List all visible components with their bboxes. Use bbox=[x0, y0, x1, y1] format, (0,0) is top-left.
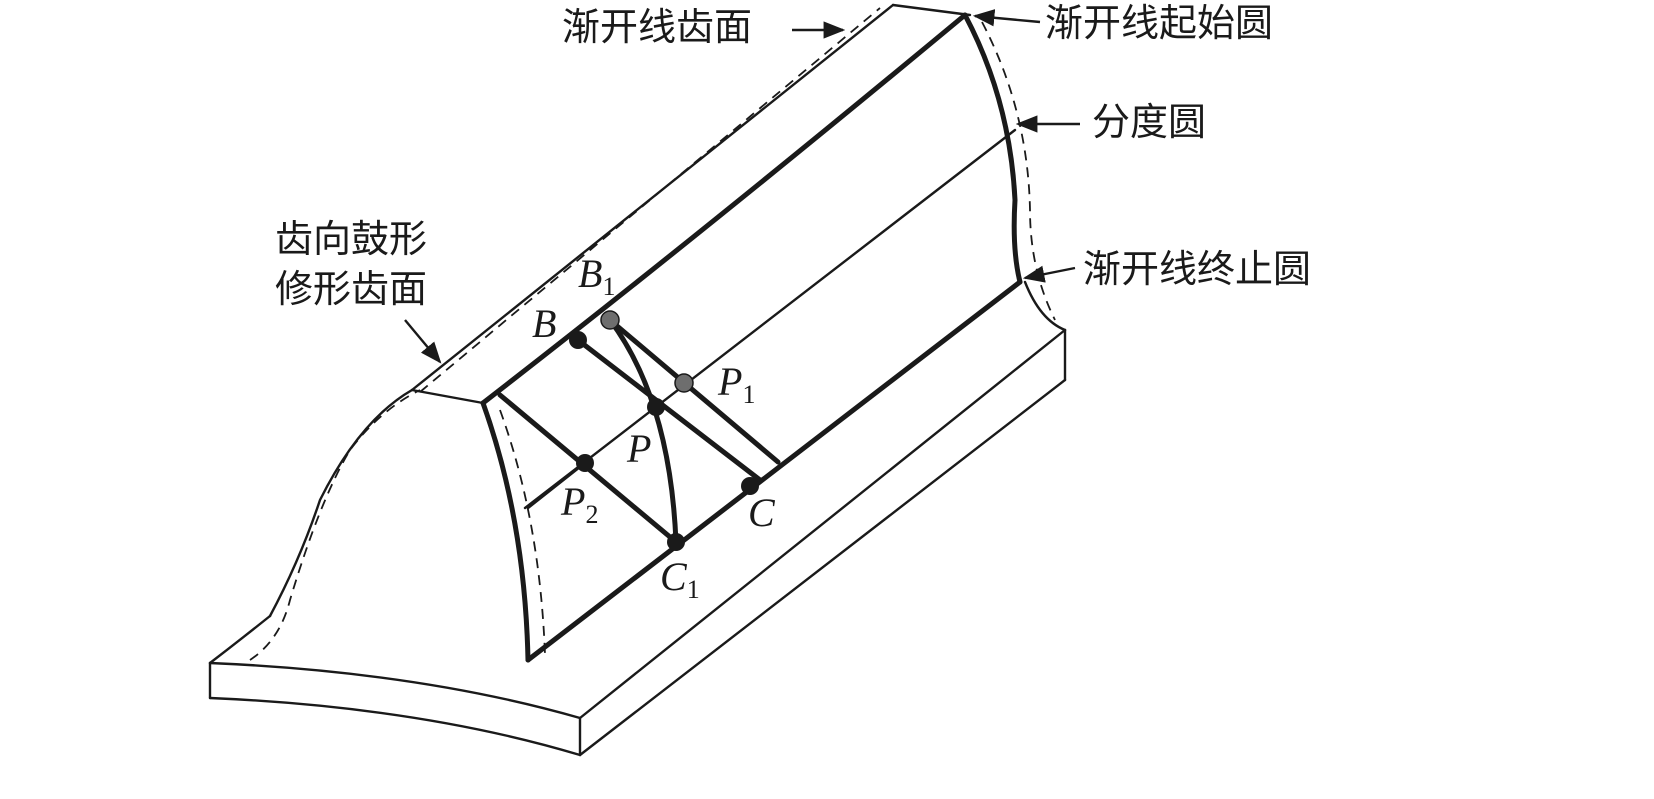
label-crowned-line1: 齿向鼓形 bbox=[275, 217, 427, 261]
label-P: P bbox=[626, 426, 651, 471]
right-profile-dashed bbox=[981, 21, 1056, 321]
base-right-bottom bbox=[578, 378, 1067, 757]
front-profile bbox=[480, 400, 531, 663]
tooth-tip-dashed bbox=[419, 7, 881, 393]
point-B bbox=[569, 331, 587, 349]
point-labels: B1 B P1 P P2 C C1 bbox=[532, 251, 776, 604]
label-B: B bbox=[532, 301, 556, 346]
label-involute-surface: 渐开线齿面 bbox=[562, 5, 752, 49]
tooth-tip-left-edge bbox=[410, 3, 895, 392]
front-profile-dashed bbox=[499, 409, 546, 656]
point-C bbox=[741, 477, 759, 495]
left-profile-solid bbox=[268, 388, 414, 618]
tooth-body bbox=[249, 3, 1056, 663]
label-B1: B1 bbox=[578, 251, 615, 301]
tip-chord bbox=[410, 388, 485, 405]
base-left-profile bbox=[208, 661, 582, 720]
involute-start-line bbox=[480, 12, 968, 406]
label-P1: P1 bbox=[717, 359, 755, 409]
base-top-edge bbox=[578, 328, 1067, 720]
point-P1 bbox=[674, 373, 694, 393]
point-C1 bbox=[667, 533, 685, 551]
pitch-line bbox=[523, 128, 1017, 510]
point-B1 bbox=[600, 310, 620, 330]
label-P2: P2 bbox=[560, 479, 598, 529]
label-pitch-circle: 分度圆 bbox=[1092, 100, 1206, 144]
label-C1: C1 bbox=[660, 554, 700, 604]
points bbox=[569, 310, 759, 551]
callouts: 渐开线齿面 渐开线起始圆 分度圆 渐开线终止圆 齿向鼓形 修形齿面 bbox=[275, 1, 1311, 364]
point-P2 bbox=[576, 454, 594, 472]
label-C: C bbox=[748, 490, 776, 535]
involute-end-line bbox=[525, 279, 1023, 663]
point-P bbox=[647, 398, 665, 416]
base-block bbox=[208, 280, 1067, 757]
label-involute-start-circle: 渐开线起始圆 bbox=[1045, 1, 1273, 45]
label-crowned-line2: 修形齿面 bbox=[275, 267, 427, 311]
right-profile bbox=[962, 12, 1023, 285]
label-involute-end-circle: 渐开线终止圆 bbox=[1083, 247, 1311, 291]
base-front-bottom bbox=[208, 696, 582, 757]
left-profile-dashed bbox=[249, 389, 421, 661]
